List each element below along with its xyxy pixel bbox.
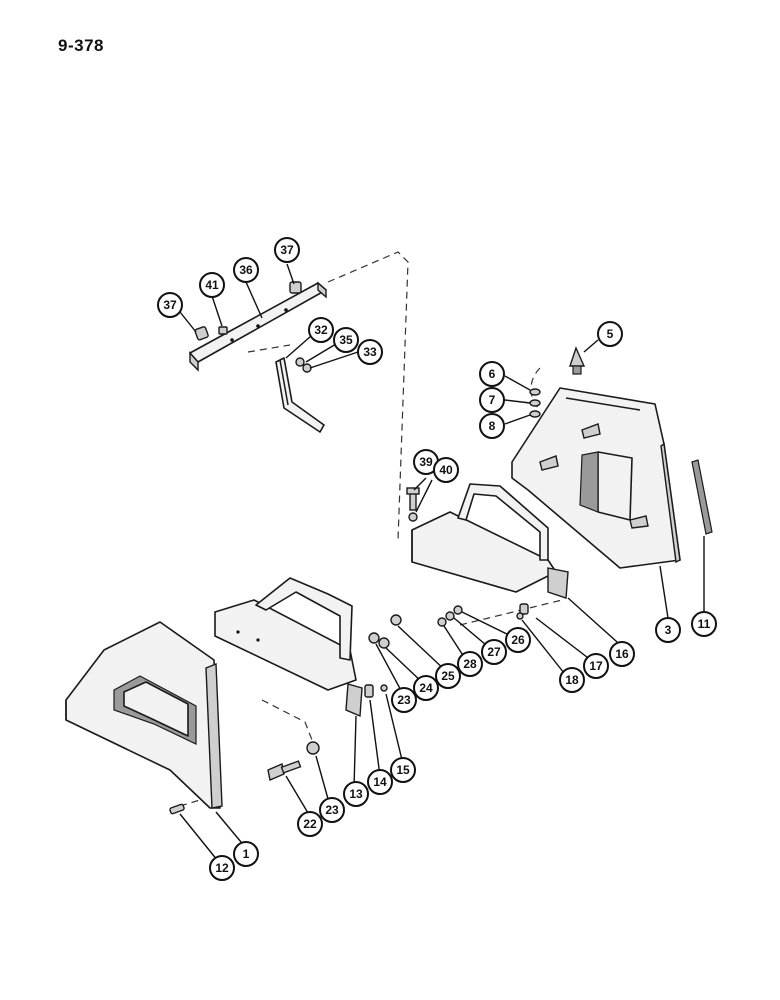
callout-37-top: 37 xyxy=(274,237,300,263)
svg-text:11: 11 xyxy=(698,617,711,631)
callout-32: 32 xyxy=(308,317,334,343)
svg-text:35: 35 xyxy=(339,333,353,347)
hardware-26-27-28 xyxy=(437,605,463,627)
callout-17: 17 xyxy=(583,653,609,679)
washer-23 xyxy=(368,632,380,644)
callout-40: 40 xyxy=(433,457,459,483)
bolt-22 xyxy=(267,760,302,781)
callout-26: 26 xyxy=(505,627,531,653)
bolt-39 xyxy=(406,487,420,511)
washer-40 xyxy=(408,512,418,522)
svg-text:14: 14 xyxy=(373,775,387,789)
svg-text:26: 26 xyxy=(511,633,525,647)
callout-8: 8 xyxy=(479,413,505,439)
nut-25 xyxy=(390,614,402,626)
svg-text:7: 7 xyxy=(489,393,496,407)
svg-text:8: 8 xyxy=(489,419,496,433)
svg-text:24: 24 xyxy=(419,681,433,695)
bolt-41 xyxy=(218,326,228,335)
nut-37-top xyxy=(289,281,302,294)
svg-text:17: 17 xyxy=(589,659,603,673)
svg-text:3: 3 xyxy=(665,623,672,637)
washers-6-7-8 xyxy=(529,388,541,418)
screw-12 xyxy=(169,803,185,815)
top-mounting-bar xyxy=(189,281,327,372)
svg-text:16: 16 xyxy=(615,647,629,661)
callout-15: 15 xyxy=(390,757,416,783)
svg-text:40: 40 xyxy=(439,463,453,477)
washer-24 xyxy=(378,637,390,649)
svg-text:37: 37 xyxy=(280,243,294,257)
nut-35 xyxy=(302,363,312,373)
svg-text:39: 39 xyxy=(419,455,433,469)
washer-36 xyxy=(295,357,305,367)
right-mounting-frame xyxy=(411,483,569,599)
svg-text:23: 23 xyxy=(397,693,411,707)
hardware-17-18 xyxy=(516,603,529,620)
svg-text:37: 37 xyxy=(163,298,177,312)
callout-11: 11 xyxy=(691,611,717,637)
svg-text:23: 23 xyxy=(325,803,339,817)
svg-text:22: 22 xyxy=(303,817,317,831)
callout-39: 39 xyxy=(413,449,439,475)
svg-text:32: 32 xyxy=(314,323,328,337)
svg-text:1: 1 xyxy=(243,847,250,861)
rubber-bumper-5 xyxy=(569,346,586,375)
callout-23-upper: 23 xyxy=(391,687,417,713)
assembly-dashed-lines xyxy=(179,251,563,807)
svg-text:28: 28 xyxy=(463,657,477,671)
callout-25: 25 xyxy=(435,663,461,689)
callout-28: 28 xyxy=(457,651,483,677)
svg-text:12: 12 xyxy=(215,861,229,875)
callout-16: 16 xyxy=(609,641,635,667)
right-side-panel xyxy=(511,387,681,569)
svg-text:27: 27 xyxy=(487,645,501,659)
callout-23-lower: 23 xyxy=(319,797,345,823)
svg-text:36: 36 xyxy=(239,263,253,277)
callout-35: 33 xyxy=(357,339,383,365)
callout-3: 3 xyxy=(655,617,681,643)
callout-24: 24 xyxy=(413,675,439,701)
pin-15 xyxy=(380,684,388,692)
washer-23-lower xyxy=(306,741,320,755)
callout-12: 12 xyxy=(209,855,235,881)
callout-33: 36 xyxy=(233,257,259,283)
callout-18: 18 xyxy=(559,667,585,693)
svg-text:5: 5 xyxy=(607,327,614,341)
trim-strip-11 xyxy=(691,459,713,535)
callout-5: 5 xyxy=(597,321,623,347)
svg-text:13: 13 xyxy=(349,787,363,801)
clip-14 xyxy=(364,684,374,698)
svg-text:15: 15 xyxy=(396,763,410,777)
callout-group: 37 41 36 37 32 35 33 5 6 7 8 39 40 3 11 … xyxy=(157,237,717,881)
callout-37-left: 37 xyxy=(157,292,183,318)
callout-6: 6 xyxy=(479,361,505,387)
callout-27: 27 xyxy=(481,639,507,665)
left-mounting-frame xyxy=(214,577,363,718)
callout-14: 14 xyxy=(367,769,393,795)
svg-text:6: 6 xyxy=(489,367,496,381)
svg-text:33: 33 xyxy=(363,345,377,359)
svg-text:41: 41 xyxy=(205,278,219,292)
callout-13: 13 xyxy=(343,781,369,807)
callout-36: 35 xyxy=(333,327,359,353)
nut-37-left xyxy=(194,326,209,341)
l-bracket xyxy=(275,357,325,433)
callout-41: 41 xyxy=(199,272,225,298)
callout-7: 7 xyxy=(479,387,505,413)
page-number: 9-378 xyxy=(58,36,104,55)
svg-text:25: 25 xyxy=(441,669,455,683)
callout-1: 1 xyxy=(233,841,259,867)
left-side-panel xyxy=(65,621,223,809)
svg-text:18: 18 xyxy=(565,673,579,687)
callout-22: 22 xyxy=(297,811,323,837)
